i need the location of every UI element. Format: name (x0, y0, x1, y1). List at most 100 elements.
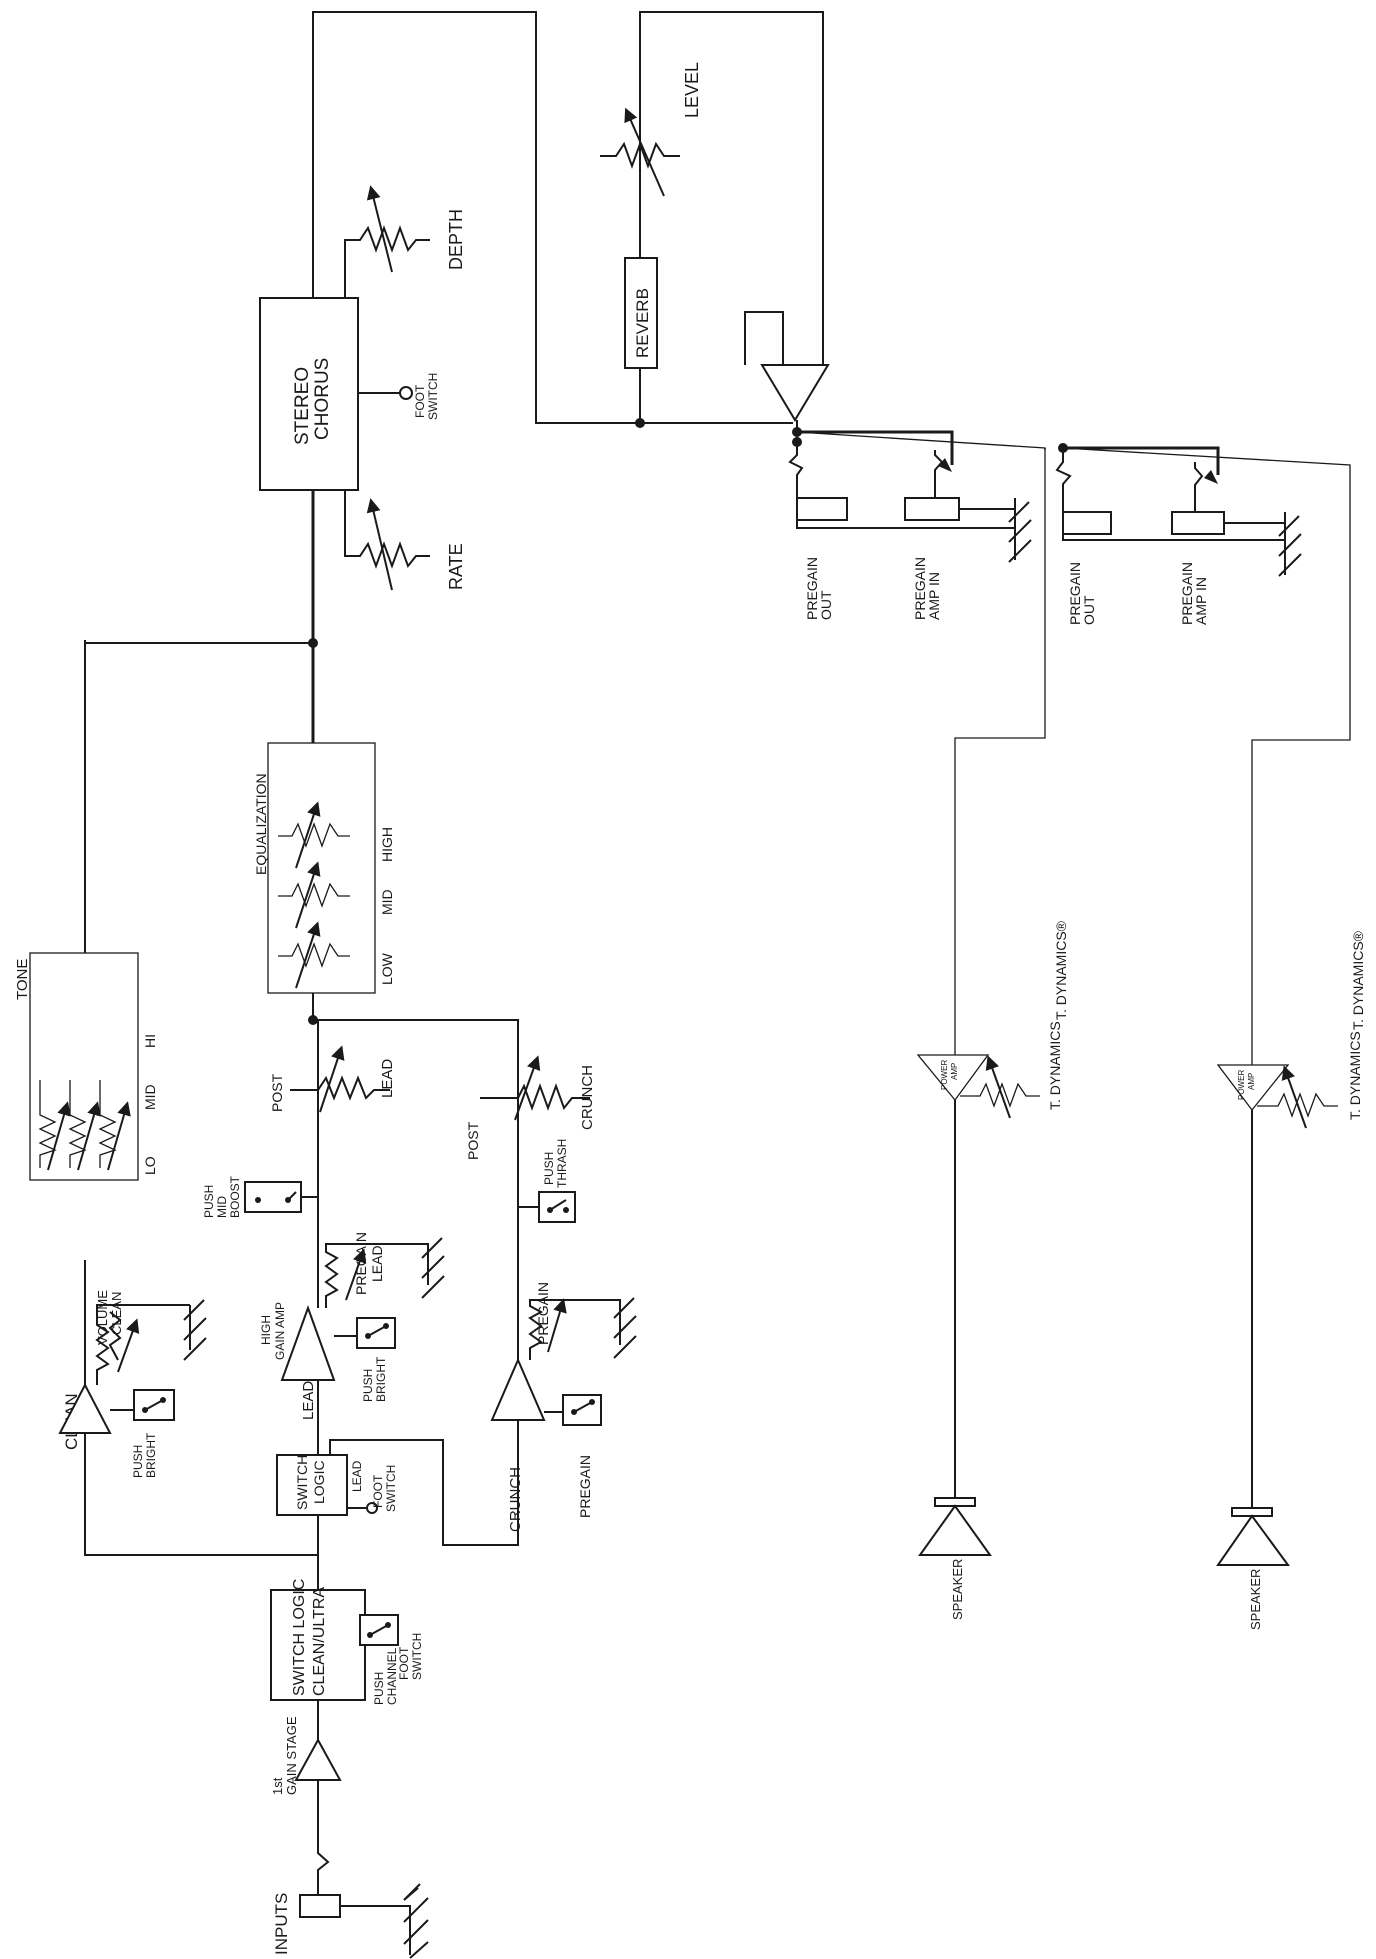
equalization-label: EQUALIZATION (253, 773, 269, 875)
push-thrash-label-2: THRASH (555, 1139, 569, 1188)
tone-mid-pot[interactable] (68, 1080, 101, 1171)
power-amp-1-label-b: AMP (950, 1063, 959, 1080)
power-amp-2-label-b: AMP (1247, 1073, 1256, 1090)
switch-logic-main-line2: CLEAN/ULTRA (311, 1587, 328, 1696)
chorus-foot-switch-label-1: FOOT (413, 384, 427, 418)
push-bright-clean-label-2: BRIGHT (144, 1432, 158, 1478)
eq-low-pot[interactable] (278, 921, 350, 989)
tone-label: TONE (14, 959, 31, 1000)
pregain-crunch-pot[interactable] (547, 1298, 567, 1353)
input-jack[interactable] (299, 1894, 341, 1918)
rate-label: RATE (446, 543, 466, 590)
t-dynamics-pot-1[interactable] (985, 1055, 1011, 1119)
power-amp-2: POWER AMP T. DYNAMICS T. DYNAMICS® (1216, 930, 1366, 1129)
speaker-1-label: SPEAKER (950, 1559, 965, 1620)
pregain-crunch-switch[interactable] (562, 1394, 602, 1426)
pregain-lead-label-1: PREGAIN (353, 1232, 369, 1295)
reverb: REVERB LEVEL (600, 62, 830, 422)
high-gain-amp (280, 1305, 336, 1381)
push-bright-lead-label-1: PUSH (361, 1369, 375, 1402)
t-dynamics-side-1-label: T. DYNAMICS® (1053, 920, 1069, 1020)
pregain-out-jack-1[interactable] (796, 497, 848, 521)
lead-pot-label: LEAD (379, 1059, 396, 1098)
tone-stack: TONE LO MID HI (14, 952, 158, 1181)
first-gain-label: 1st (270, 1777, 285, 1795)
eq-mid-label: MID (379, 889, 395, 915)
reverb-label: REVERB (633, 288, 652, 358)
pregain-lead-label-2: LEAD (369, 1245, 385, 1282)
power-amp-1: POWER AMP T. DYNAMICS T. DYNAMICS® (916, 920, 1069, 1119)
foot-switch-main-label-2: SWITCH (410, 1633, 424, 1680)
first-gain-stage-amp (294, 1737, 342, 1781)
push-mid-boost-label-3: BOOST (228, 1175, 242, 1218)
signal-wires-main (84, 11, 1351, 1546)
tone-mid-label: MID (142, 1084, 158, 1110)
clean-channel: CLEAN PUSH BRIGHT VOLUME CLEAN (58, 1290, 207, 1478)
post-crunch-label: POST (465, 1121, 481, 1160)
pregain-crunch-switch-label: PREGAIN (577, 1455, 593, 1518)
pregain-amp-in-jack-1[interactable] (904, 497, 960, 521)
post-lead-label: POST (269, 1073, 285, 1112)
lead-foot-switch-label-3: SWITCH (384, 1465, 398, 1512)
pregain-lead-pot[interactable] (345, 1248, 367, 1301)
pregain-out-jack-2[interactable] (1062, 511, 1112, 535)
push-bright-lead-switch[interactable] (356, 1317, 396, 1349)
t-dynamics-pot-2[interactable] (1281, 1065, 1307, 1129)
lead-foot-switch-label-2: FOOT (371, 1474, 385, 1508)
level-pot[interactable] (624, 107, 665, 197)
crunch-channel: PREGAIN PREGAIN PUSH THRASH POST CRUNCH (465, 1055, 637, 1518)
reverb-mix-amp (760, 364, 830, 422)
lead-foot-switch-jack[interactable] (366, 1502, 378, 1514)
depth-pot[interactable] (366, 185, 393, 273)
push-channel-switch[interactable] (359, 1614, 399, 1646)
t-dynamics-pot-1-label: T. DYNAMICS (1047, 1021, 1063, 1110)
pregain-amp-in-1-label-a: PREGAIN (912, 557, 928, 620)
eq-mid-pot[interactable] (278, 861, 350, 929)
volume-clean-label-2: CLEAN (109, 1292, 124, 1335)
high-gain-amp-label-2: GAIN AMP (273, 1302, 287, 1360)
speaker-2: SPEAKER (1216, 1507, 1290, 1630)
tone-hi-pot[interactable] (98, 1080, 131, 1171)
crunch-path-label: CRUNCH (507, 1467, 524, 1532)
tone-lo-label: LO (142, 1156, 158, 1175)
push-mid-boost-switch[interactable] (244, 1181, 302, 1213)
input-section: INPUTS 1st GAIN STAGE (270, 1716, 429, 1959)
push-mid-boost-label-1: PUSH (202, 1185, 216, 1218)
push-bright-clean-label-1: PUSH (131, 1445, 145, 1478)
push-channel-label-1: PUSH (372, 1672, 386, 1705)
speaker-2-label: SPEAKER (1248, 1569, 1263, 1630)
pregain-amp-in-2-label-b: AMP IN (1193, 577, 1209, 625)
pregain-out-2-label-a: PREGAIN (1067, 562, 1083, 625)
volume-clean-pot[interactable] (117, 1318, 140, 1373)
power-amp-1-label-a: POWER (940, 1060, 949, 1090)
push-thrash-switch[interactable] (538, 1191, 576, 1223)
crunch-post-pot[interactable] (514, 1055, 541, 1121)
push-channel-label-2: CHANNEL (385, 1647, 399, 1705)
switch-logic-lead-line1: SWITCH (294, 1455, 310, 1510)
eq-low-label: LOW (379, 952, 395, 985)
eq-high-label: HIGH (379, 827, 395, 862)
speaker-1: SPEAKER (918, 1497, 992, 1620)
gain-stage-label: GAIN STAGE (284, 1716, 299, 1795)
pregain-out-1-label-a: PREGAIN (804, 557, 820, 620)
rate-pot[interactable] (366, 498, 393, 591)
switch-logic-main-line1: SWITCH LOGIC (291, 1579, 308, 1696)
switch-logic-lead: SWITCH LOGIC LEAD FOOT SWITCH LEAD CRUNC… (276, 1381, 524, 1532)
level-label: LEVEL (682, 62, 702, 118)
tone-lo-pot[interactable] (38, 1080, 71, 1171)
equalization: EQUALIZATION LOW MID HIGH (253, 742, 395, 994)
stereo-chorus: STEREO CHORUS FOOT SWITCH DEPTH RATE (259, 185, 466, 591)
push-mid-boost-label-2: MID (215, 1196, 229, 1218)
high-gain-amp-label-1: HIGH (259, 1315, 273, 1345)
depth-label: DEPTH (446, 209, 466, 270)
stereo-chorus-line1: STEREO (292, 367, 313, 445)
pregain-amp-in-jack-2[interactable] (1171, 511, 1225, 535)
power-amp-2-label-a: POWER (1237, 1070, 1246, 1100)
clean-amp (58, 1382, 112, 1434)
pregain-amp-in-1-label-b: AMP IN (926, 572, 942, 620)
lead-post-pot[interactable] (319, 1045, 345, 1113)
junction-dots (308, 418, 1068, 1025)
chorus-foot-switch-jack[interactable] (399, 386, 413, 400)
eq-high-pot[interactable] (278, 801, 350, 869)
